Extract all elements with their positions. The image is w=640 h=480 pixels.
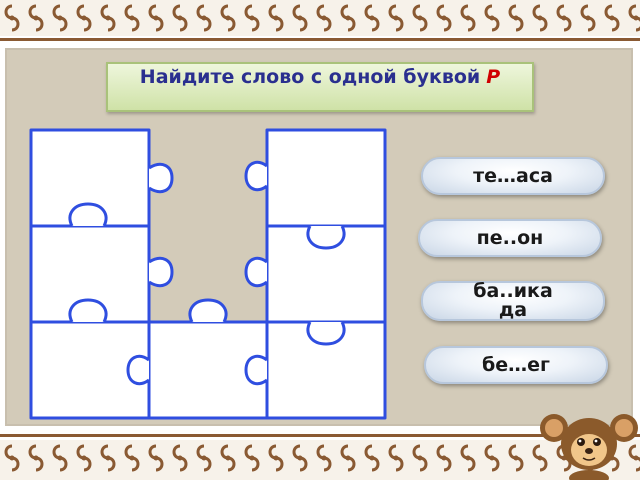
bottom-divider (0, 434, 640, 437)
word-button[interactable]: бе…ег (424, 346, 608, 384)
puzzle-knob (68, 298, 108, 323)
puzzle-knob (244, 256, 268, 288)
top-divider (0, 38, 640, 41)
title-text: Найдите слово с одной буквой (139, 66, 481, 88)
puzzle-knob (306, 321, 346, 346)
word-label: бе…ег (482, 353, 550, 376)
puzzle-knob (244, 354, 268, 386)
word-label: пе..он (476, 226, 544, 249)
puzzle-knob (148, 256, 174, 288)
word-button[interactable]: пе..он (418, 219, 602, 257)
puzzle-piece[interactable] (265, 128, 387, 228)
title-letter: Р (486, 66, 501, 88)
puzzle-knob (188, 298, 228, 323)
bottom-ornament-border (0, 440, 640, 480)
puzzle-knob (126, 354, 150, 386)
word-button[interactable]: те…аса (421, 157, 605, 195)
top-ornament-border (0, 0, 640, 36)
puzzle-knob (148, 162, 174, 194)
puzzle-knob (68, 202, 108, 227)
word-label: ба..ика да (473, 280, 553, 321)
word-label: те…аса (473, 164, 553, 187)
word-button[interactable]: ба..ика да (421, 281, 605, 321)
cheburashka-mascot-icon (540, 414, 638, 480)
puzzle-knob (306, 225, 346, 250)
puzzle-knob (244, 160, 268, 192)
